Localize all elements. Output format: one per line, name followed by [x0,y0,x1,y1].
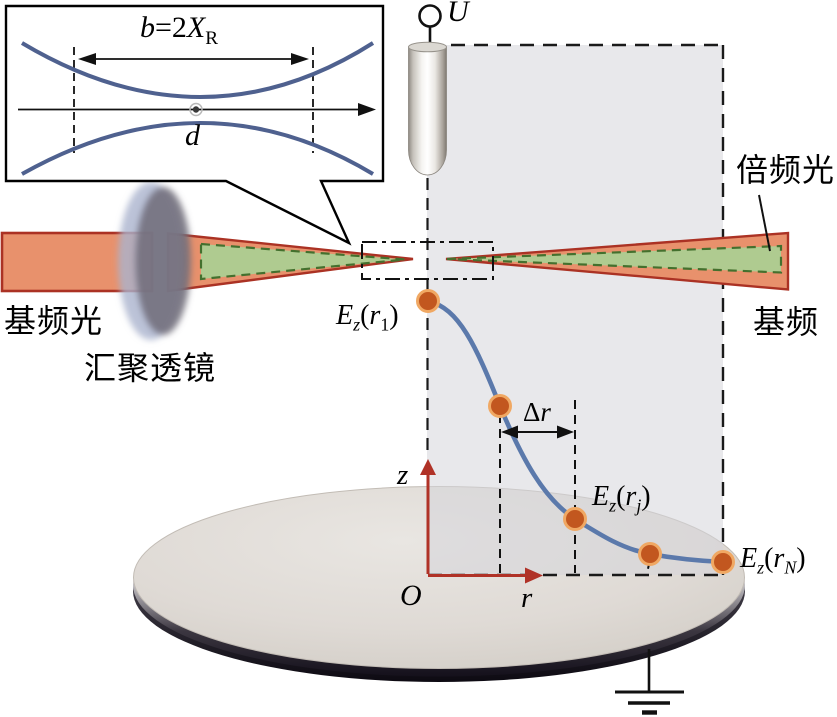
shg-light-label: 倍频光 [736,152,836,188]
diverging-shg-beam [446,244,783,274]
delta-symbol: Δ [523,397,541,427]
fundamental-light-label: 基频光 [4,303,104,339]
delta-r-arrow [501,425,574,439]
focus-region-box [361,241,494,280]
en-open-paren: ( [764,543,774,574]
en-close-paren: ) [796,543,806,574]
voltage-label: U [447,0,469,28]
e1-open-paren: ( [360,300,370,331]
z-axis-label: z [397,459,409,491]
waist-center-halo [189,102,203,117]
electrode-rod [408,46,447,176]
converging-shg-beam [199,242,406,281]
beam-waist-inset [4,4,385,246]
en-rsub: N [784,557,797,578]
e1-Esub: z [353,314,361,335]
ej-r: r [625,481,637,512]
origin-label: O [400,579,422,612]
e1-r: r [369,300,381,331]
en-Esub: z [757,557,765,578]
field-curve [425,298,726,565]
residual-fundamental-label: 基频 [753,304,820,340]
ej-E: E [592,481,610,512]
label-b: b [140,11,155,44]
e1-E: E [336,300,354,331]
optical-axis-arrowhead [358,103,376,116]
e1-rsub: 1 [380,314,390,335]
rayleigh-arrowhead-left [78,53,96,65]
ej-open-paren: ( [616,481,626,512]
voltage-terminal-circle [418,4,442,28]
z-axis-arrowhead [420,459,436,475]
field-region [427,45,723,575]
electrode-top-cap [408,41,447,53]
r-axis-arrowhead [525,567,543,584]
waist-center-dot [192,106,200,113]
field-sample-dot-j [563,507,587,531]
field-sample-dot-2 [488,394,512,418]
focusing-lens [118,182,191,340]
ej-close-paren: ) [641,481,651,512]
field-label-rj: Ez(rj) [592,481,651,515]
lens-body [135,187,191,335]
ej-Esub: z [609,495,617,516]
field-label-rn: Ez(rN) [740,543,806,577]
delta-r-arrowhead-left [501,425,518,439]
rayleigh-arrowhead-right [291,53,309,65]
coordinate-axes [420,459,543,584]
en-r: r [773,543,785,574]
r-axis-label: r [521,582,533,614]
ej-rsub: j [636,495,642,516]
en-E: E [740,543,758,574]
field-sample-dots [416,289,735,574]
delta-r-label: Δr [523,399,551,426]
confocal-parameter-label: b=2XR [140,11,218,49]
label-x: X [186,11,206,44]
field-sample-dot-4 [638,542,662,566]
beam-waist-lower-curve [21,121,375,176]
field-sample-dot-n [711,550,735,574]
delta-r-var: r [540,397,551,427]
waist-diameter-label: d [185,119,200,152]
electrode [408,4,447,176]
field-sample-dot-1 [416,289,440,313]
ground-symbol [615,649,684,715]
field-label-r1: Ez(r1) [336,300,399,334]
shg-pointer-line [758,194,771,252]
focusing-lens-label: 汇聚透镜 [84,350,217,386]
label-equals-2: =2 [155,11,187,44]
e1-close-paren: ) [389,300,399,331]
delta-r-arrowhead-right [557,425,574,439]
label-x-subscript: R [205,28,219,49]
beam-waist-upper-curve [20,41,375,99]
